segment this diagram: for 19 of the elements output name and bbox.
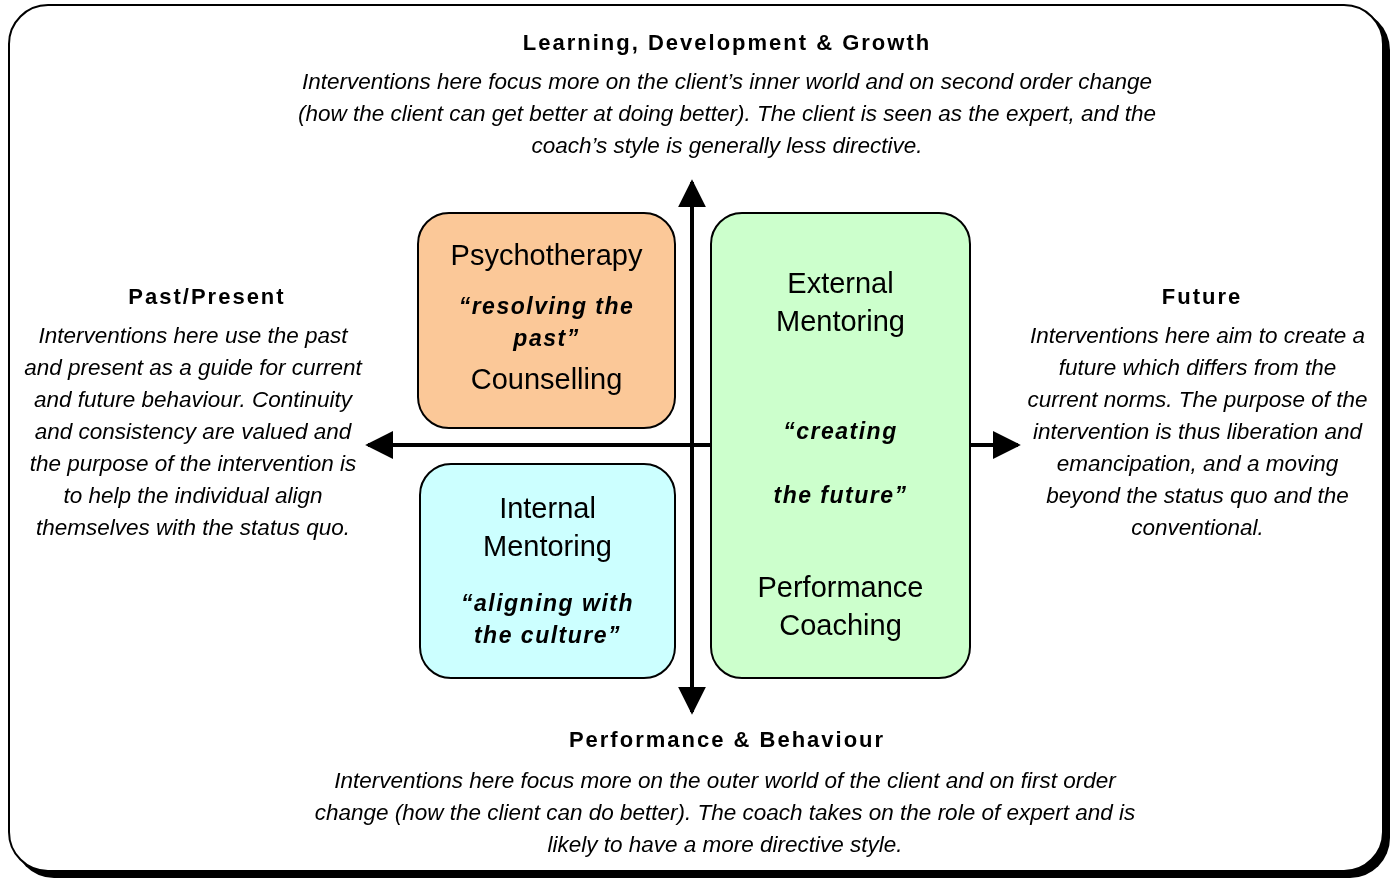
axis-heading: Performance & Behaviour [567,727,887,753]
box-title: Counselling [469,362,624,397]
box-title: External Mentoring [775,266,906,339]
axis-heading: Future [1160,284,1244,310]
axis-heading: Learning, Development & Growth [521,30,933,56]
quadrant-box [710,212,971,679]
box-quote: “aligning with the culture” [459,589,635,650]
description-text: Interventions here focus more on the outer world of the client and on first order change (how the client can do better). The coach takes on the role of expert and is likely to have a more directive style. [313,767,1137,859]
box-quote: “creating the future” [772,417,909,510]
box-title: Internal Mentoring [482,491,613,564]
axis-heading: Past/Present [127,284,287,310]
box-title: Performance Coaching [756,570,925,643]
description-text: Interventions here aim to create a future which differs from the current norms. The purpose of the intervention is thus liberation and emancipation, and a moving beyond the status quo and the conventional. [1026,322,1369,542]
box-title: Psychotherapy [449,238,644,273]
description-text: Interventions here focus more on the client’s inner world and on second order change (how the client can get better at doing better). The client is seen as the expert, and the coach’s style is generally less directive. [297,68,1157,160]
box-quote: “resolving the past” [457,292,636,353]
quadrant-box [417,212,676,429]
description-text: Interventions here use the past and present as a guide for current and future behaviour. Continuity and consistency are valued and the purpose of the intervention is to help the individual align themselves with the status quo. [23,322,364,542]
quadrant-box [419,463,676,679]
